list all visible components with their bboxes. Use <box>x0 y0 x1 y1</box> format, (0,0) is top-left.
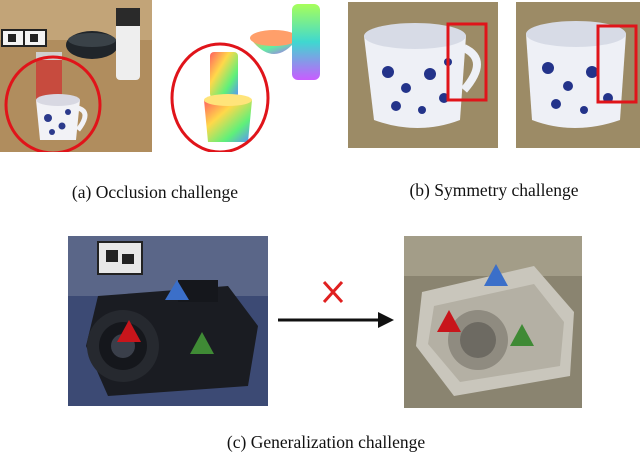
caption-a: (a) Occlusion challenge <box>71 182 239 202</box>
caption-b: (b) Symmetry challenge <box>409 180 579 200</box>
caption-c: (c) Generalization challenge <box>226 432 426 452</box>
arrow-with-cross <box>274 276 400 332</box>
symmetry-photo-left <box>348 2 498 148</box>
triangle-blue <box>165 280 189 300</box>
triangle-blue <box>484 264 508 286</box>
triangle-green <box>190 332 214 354</box>
triangle-green <box>510 324 534 346</box>
triangle-red <box>437 310 461 332</box>
rendered-camera <box>404 236 582 408</box>
cross-mark-icon <box>322 280 344 304</box>
rendered-objects <box>168 0 340 152</box>
right-arrow-icon <box>278 312 394 328</box>
symmetry-photo-right <box>516 2 640 148</box>
triangle-red <box>117 320 141 342</box>
camera-photo <box>68 236 268 406</box>
occlusion-photo <box>0 0 152 152</box>
